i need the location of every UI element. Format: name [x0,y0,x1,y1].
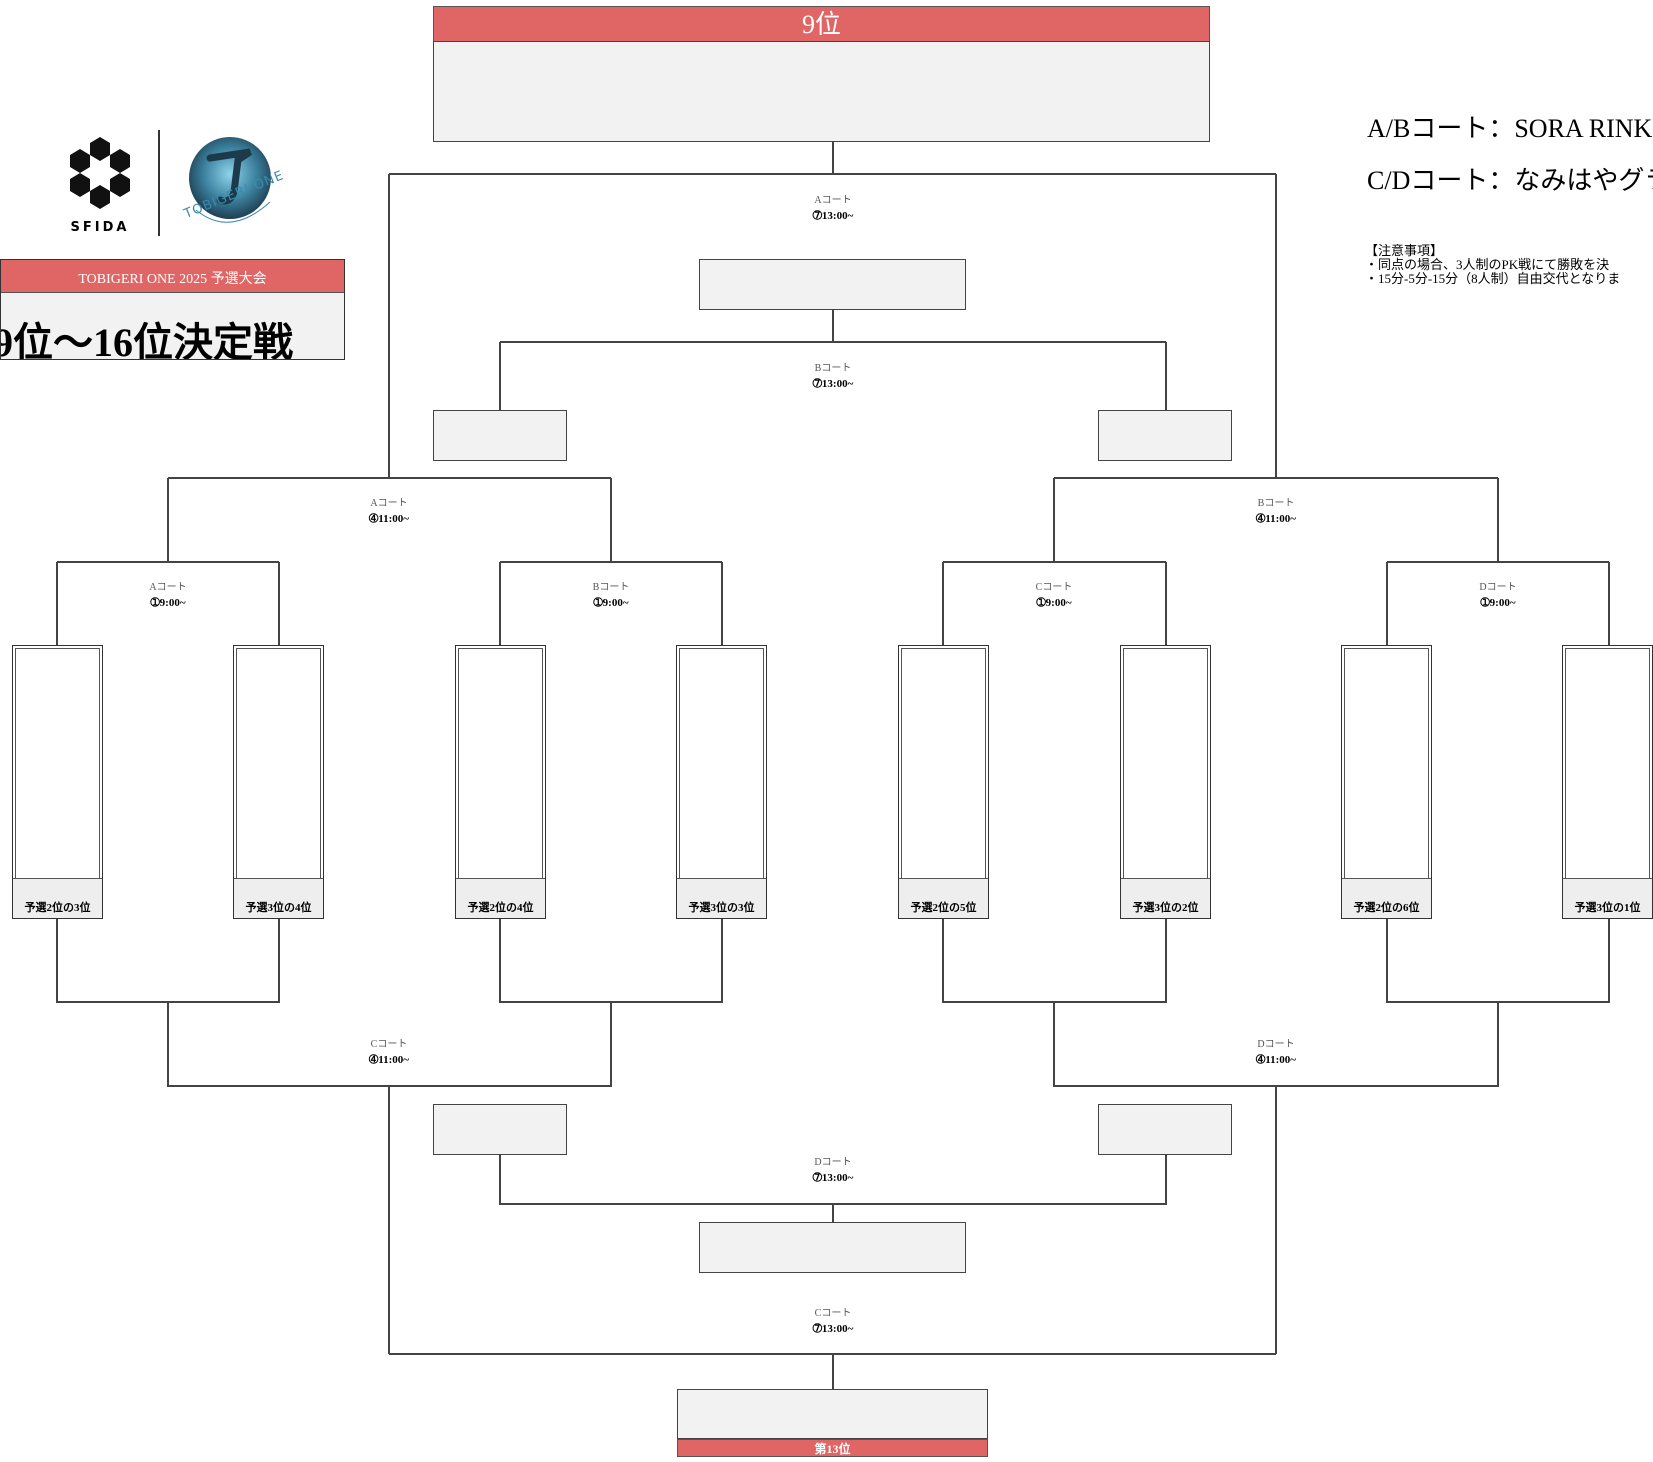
top-rank-label: 9位 [801,10,841,39]
upper-semi-box-right [1098,410,1232,461]
match-time: ➀9:00~ [1480,597,1516,609]
match-time: ➆13:00~ [812,1323,854,1335]
match-r1-c: Cコート ➀9:00~ [994,581,1114,611]
notes-heading: 【注意事項】 [1365,244,1444,258]
match-court: Bコート [592,582,630,593]
match-court: Bコート [1257,498,1295,509]
tobigeri-emblem-icon [189,137,271,223]
match-court: Aコート [149,582,187,593]
match-time: ➃11:00~ [1256,513,1296,525]
match-r2-a: Aコート ➃11:00~ [329,497,449,527]
match-final-d: Dコート ➆13:00~ [773,1156,893,1186]
match-final-a: Aコート ➆13:00~ [773,194,893,224]
banner-subtitle: TOBIGERI ONE 2025 予選大会 [1,260,344,293]
sfida-mark-icon [70,137,130,209]
match-time: ➀9:00~ [1036,597,1072,609]
sfida-text: SFIDA [70,220,130,235]
team-slot-3: 予選2位の4位 [455,645,546,919]
bottom-rank-box [677,1389,988,1439]
match-court: Dコート [1479,582,1517,593]
bottom-rank-header: 第13位 [677,1439,988,1457]
match-time: ➃11:00~ [369,1054,409,1066]
match-r1-d: Dコート ➀9:00~ [1438,581,1558,611]
top-rank-header: 9位 [433,6,1210,42]
match-r2-d: Dコート ➃11:00~ [1216,1038,1336,1068]
team-slot-4: 予選3位の3位 [676,645,767,919]
match-court: Dコート [814,1157,852,1168]
team-label: 予選3位の1位 [1563,878,1652,918]
match-time: ➀9:00~ [150,597,186,609]
upper-semi-box-left [433,410,567,461]
sfida-logo: SFIDA [60,135,140,235]
team-label: 予選3位の2位 [1121,878,1210,918]
match-r1-a: Aコート ➀9:00~ [108,581,228,611]
match-final-c: Cコート ➆13:00~ [773,1307,893,1337]
match-r2-c: Cコート ➃11:00~ [329,1038,449,1068]
match-court: Cコート [370,1039,408,1050]
match-court: Cコート [1035,582,1073,593]
match-court: Aコート [814,195,852,206]
team-label: 予選3位の4位 [234,878,323,918]
match-time: ➆13:00~ [812,378,854,390]
venue-ab: A/Bコート：SORA RINKU [1367,114,1653,143]
match-time: ➆13:00~ [812,1172,854,1184]
venue-cd: C/Dコート：なみはやグラ [1367,166,1653,195]
tobigeri-logo: TOBIGERI ONE [176,130,286,240]
match-final-b: Bコート ➆13:00~ [773,362,893,392]
page-title: 9位〜16位決定戦 [0,320,293,360]
team-slot-6: 予選3位の2位 [1120,645,1211,919]
match-time: ➃11:00~ [369,513,409,525]
match-court: Bコート [814,363,852,374]
team-label: 予選2位の6位 [1342,878,1431,918]
logo-divider [158,130,160,236]
match-r1-b: Bコート ➀9:00~ [551,581,671,611]
team-slot-1: 予選2位の3位 [12,645,103,919]
team-slot-8: 予選3位の1位 [1562,645,1653,919]
title-banner: TOBIGERI ONE 2025 予選大会 9位〜16位決定戦 [0,259,345,360]
match-court: Dコート [1257,1039,1295,1050]
team-label: 予選2位の5位 [899,878,988,918]
team-label: 予選3位の3位 [677,878,766,918]
team-slot-2: 予選3位の4位 [233,645,324,919]
match-time: ➃11:00~ [1256,1054,1296,1066]
notes: 【注意事項】 ・同点の場合、3人制のPK戦にて勝敗を決 ・15分-5分-15分（… [1365,244,1653,286]
team-slot-5: 予選2位の5位 [898,645,989,919]
upper-final-box [699,259,966,310]
match-court: Aコート [370,498,408,509]
match-time: ➀9:00~ [593,597,629,609]
team-label: 予選2位の4位 [456,878,545,918]
winner-box [433,41,1210,142]
match-court: Cコート [814,1308,852,1319]
bottom-rank-label: 第13位 [814,1442,851,1456]
match-time: ➆13:00~ [812,210,854,222]
match-r2-b: Bコート ➃11:00~ [1216,497,1336,527]
team-label: 予選2位の3位 [13,878,102,918]
notes-line-2: ・15分-5分-15分（8人制）自由交代となりま [1365,271,1621,286]
lower-final-box [699,1222,966,1273]
team-slot-7: 予選2位の6位 [1341,645,1432,919]
notes-line-1: ・同点の場合、3人制のPK戦にて勝敗を決 [1365,257,1610,272]
lower-semi-box-left [433,1104,567,1155]
lower-semi-box-right [1098,1104,1232,1155]
